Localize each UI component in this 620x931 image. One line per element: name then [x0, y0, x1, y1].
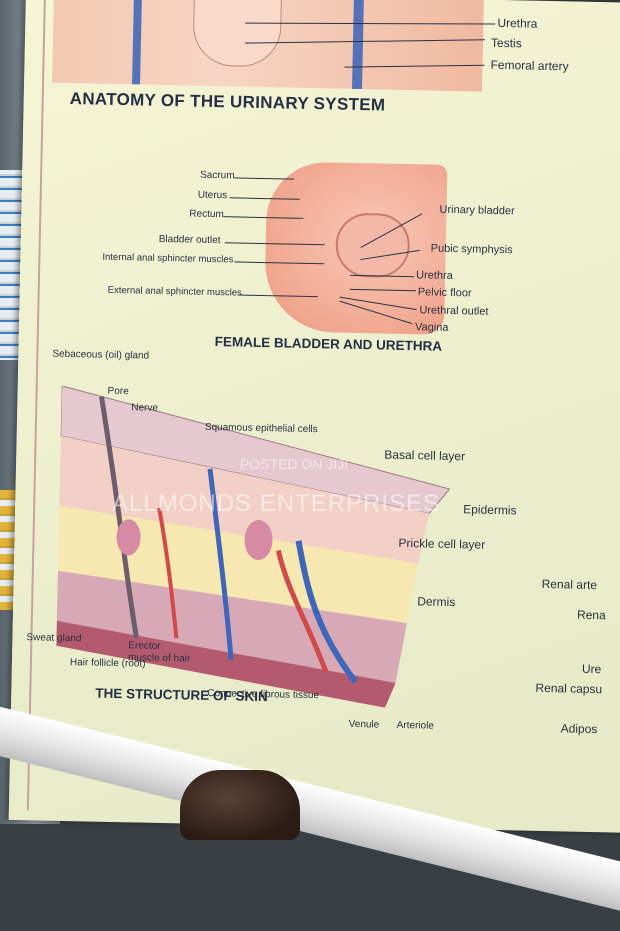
testis-shape	[192, 0, 282, 68]
bladder-shape	[335, 212, 411, 279]
label-femoral-artery: Femoral artery	[490, 57, 569, 74]
label-vagina: Vagina	[414, 321, 449, 334]
watermark-jiji: POSTED ON JIJI	[240, 456, 349, 472]
label-urethral-outlet: Urethral outlet	[419, 304, 489, 318]
hand	[180, 770, 300, 840]
label-renal-capsule-cut: Renal capsu	[535, 680, 603, 697]
leader-line	[229, 197, 300, 200]
label-pore: Pore	[107, 385, 129, 398]
poster-border	[26, 0, 46, 811]
artery-right	[352, 0, 364, 90]
skin-structure-illustration	[56, 385, 451, 708]
label-pubic-symphysis: Pubic symphysis	[430, 242, 513, 257]
section-title: ANATOMY OF THE URINARY SYSTEM	[69, 88, 386, 115]
label-urinary-bladder: Urinary bladder	[439, 203, 515, 218]
label-internal-sphincter: Internal anal sphincter muscles	[102, 251, 234, 266]
label-adipose-cut: Adipos	[560, 721, 598, 737]
label-prickle-cell-layer: Prickle cell layer	[398, 535, 486, 552]
label-sacrum: Sacrum	[200, 169, 235, 182]
label-dermis: Dermis	[417, 594, 456, 610]
label-renal-artery-cut: Renal arte	[541, 576, 598, 593]
label-pelvic-floor: Pelvic floor	[417, 286, 472, 300]
label-rectum: Rectum	[189, 208, 224, 221]
label-bladder-outlet: Bladder outlet	[158, 233, 221, 247]
artery-left	[132, 0, 142, 85]
label-erector: Erector	[128, 640, 161, 652]
label-urethra-female: Urethra	[415, 269, 453, 282]
label-epidermis: Epidermis	[463, 502, 517, 518]
leader-line	[234, 177, 295, 180]
label-renal-cut: Rena	[576, 607, 606, 623]
label-uterus: Uterus	[197, 189, 228, 202]
label-arteriole: Arteriole	[396, 719, 435, 732]
watermark-allmonds: ALLMONDS ENTERPRISES	[112, 490, 441, 517]
label-nerve: Nerve	[131, 402, 159, 414]
label-hair-follicle: Hair follicle (root)	[69, 657, 146, 670]
label-external-sphincter: External anal sphincter muscles	[107, 284, 242, 299]
label-sebaceous-gland: Sebaceous (oil) gland	[52, 348, 150, 362]
label-basal-cell-layer: Basal cell layer	[384, 447, 466, 464]
label-testis: Testis	[490, 35, 522, 51]
female-caption: FEMALE BLADDER AND URETHRA	[214, 334, 443, 354]
label-squamous-cells: Squamous epithelial cells	[204, 421, 318, 436]
label-venule: Venule	[348, 718, 380, 731]
anatomy-poster: Urethra Testis Femoral artery ANATOMY OF…	[8, 0, 620, 834]
male-pelvis-illustration	[52, 0, 484, 92]
label-urethra-top: Urethra	[497, 15, 538, 31]
label-sweat-gland: Sweat gland	[26, 632, 82, 645]
label-ureter-cut: Ure	[581, 661, 602, 677]
